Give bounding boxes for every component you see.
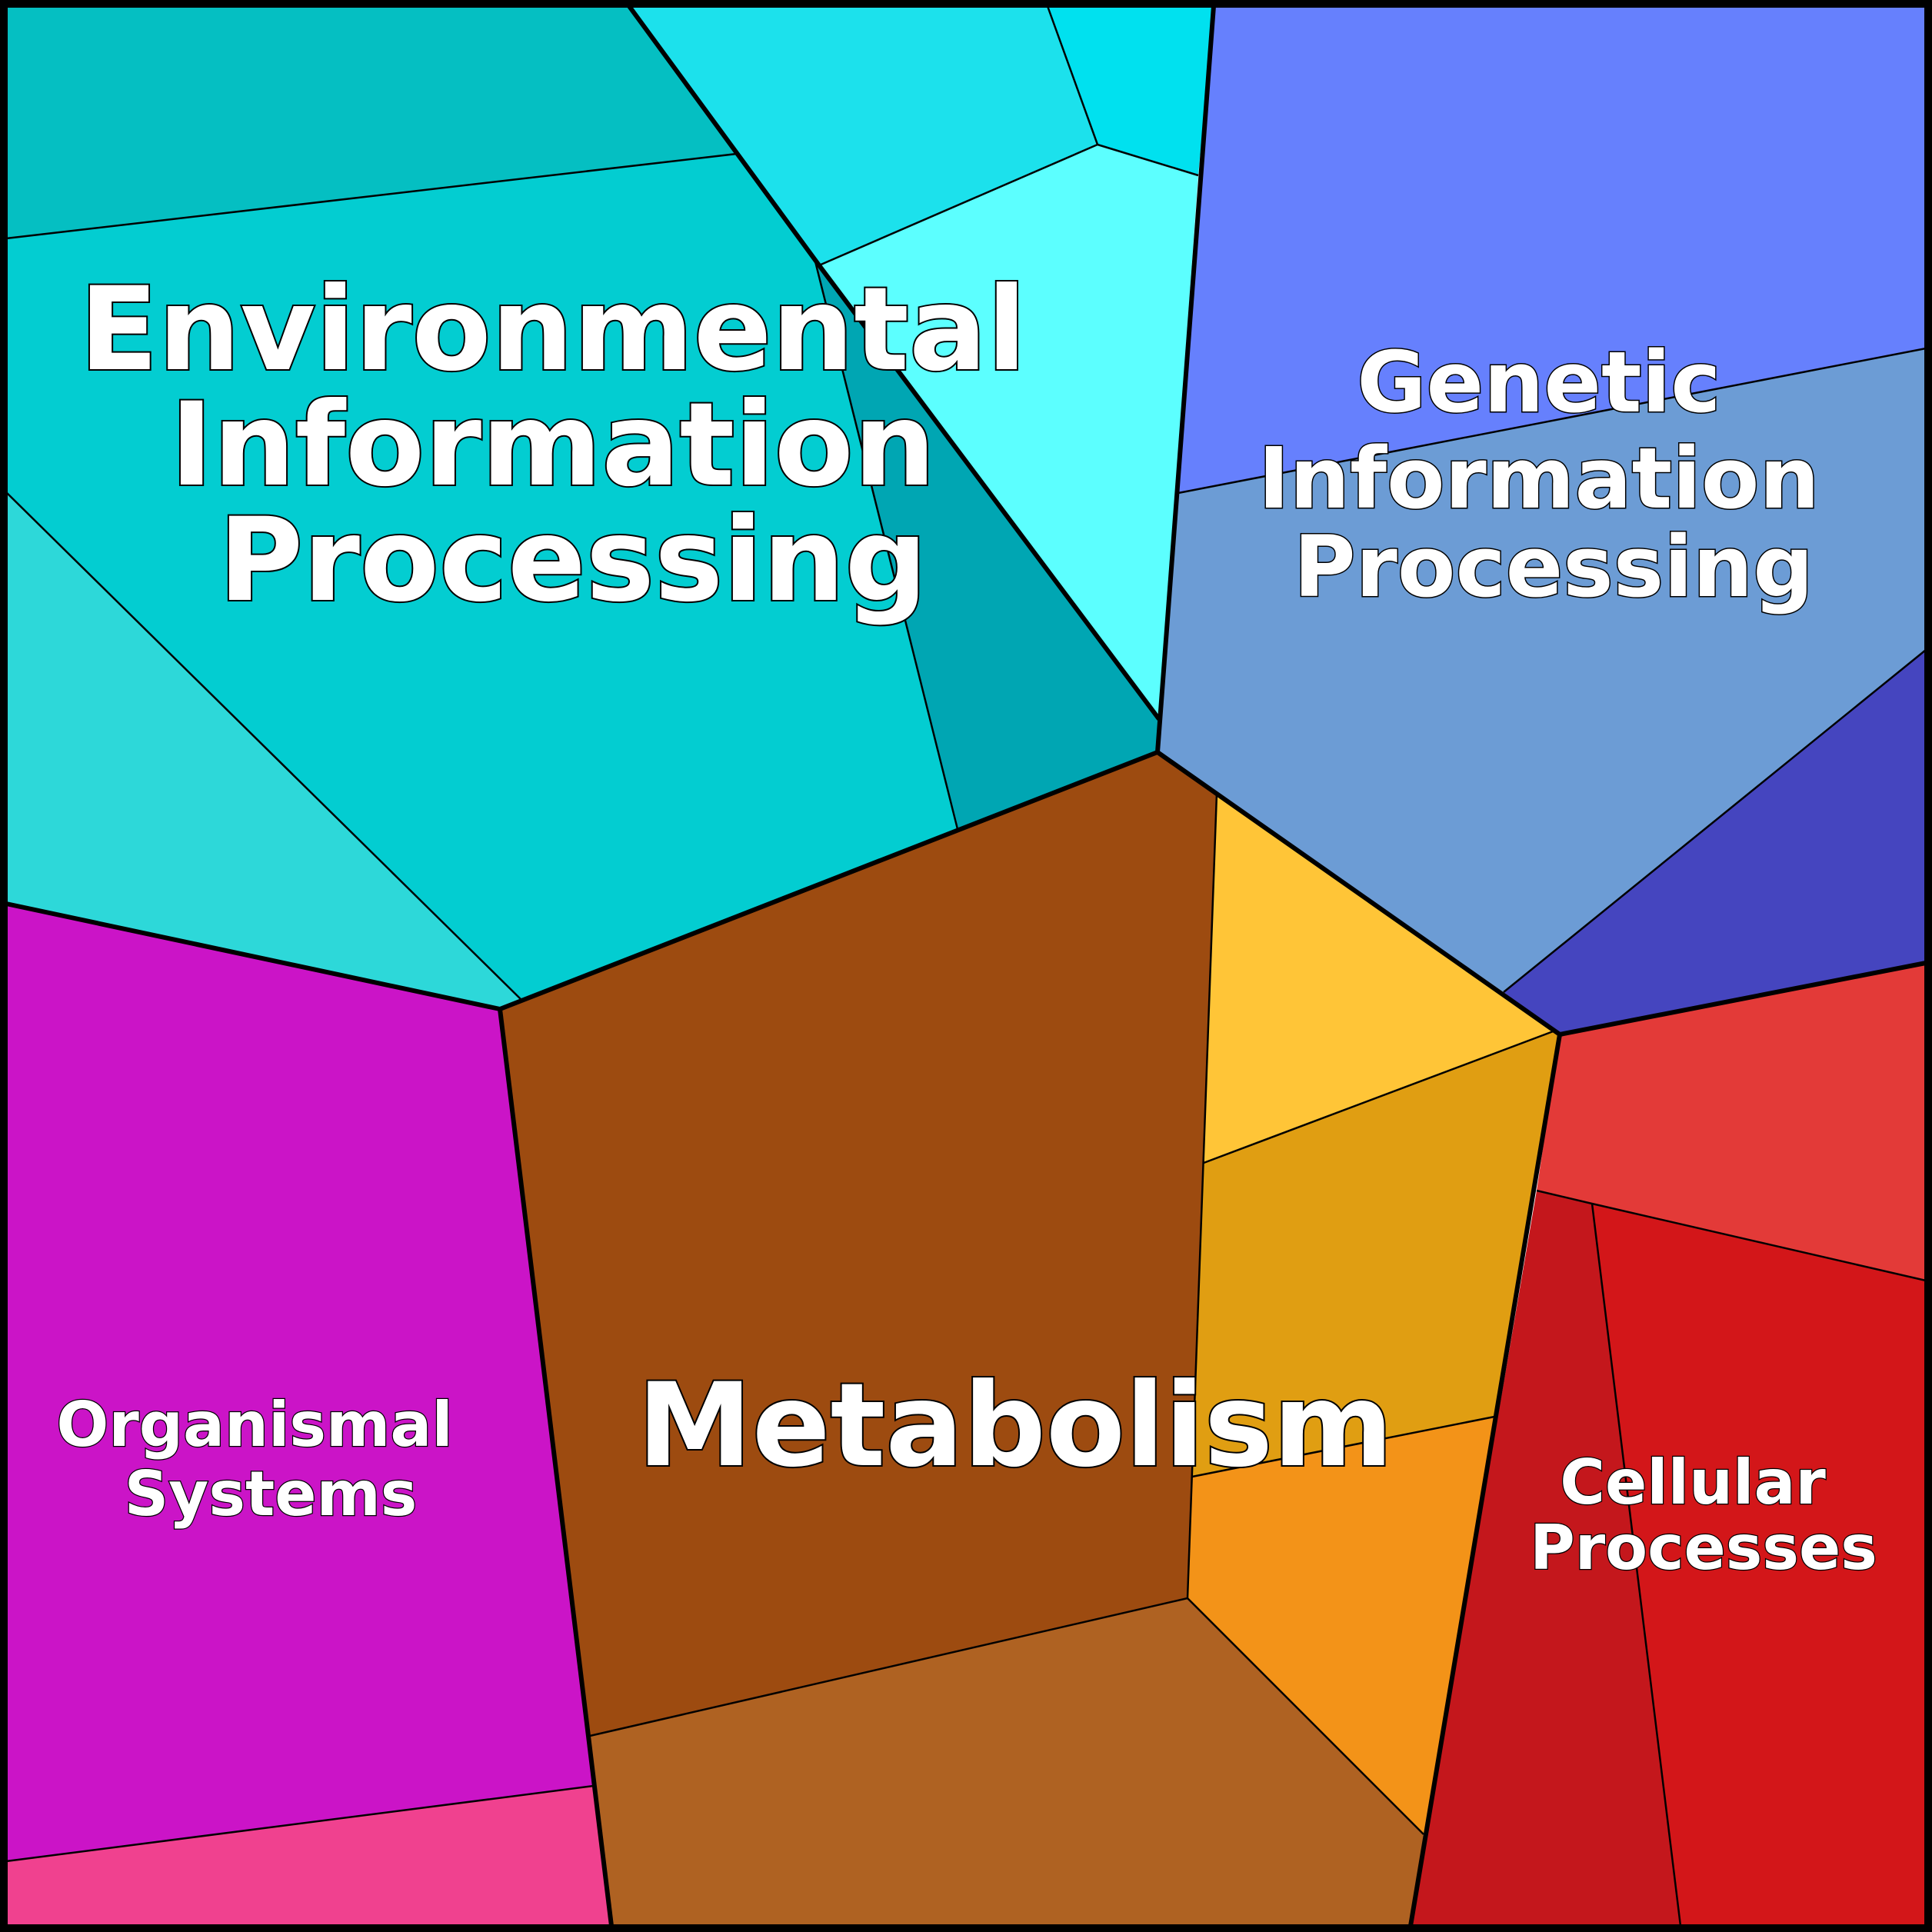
region-organismal-systems <box>6 904 611 1926</box>
cell-environmental-5 <box>6 154 958 1001</box>
label-environmental-information-processing: Environmental Information Processing <box>79 263 1067 628</box>
cell-environmental-2 <box>629 6 1098 265</box>
cell-cellular-2 <box>1411 1191 1681 1926</box>
cell-metabolism-5 <box>590 1598 1424 1926</box>
cell-genetic-1 <box>1178 6 1926 493</box>
region-cellular-processes <box>1411 963 1926 1926</box>
cell-environmental-3 <box>1048 6 1214 175</box>
cell-genetic-3 <box>1504 650 1926 1034</box>
cell-cellular-3 <box>1592 1204 1926 1926</box>
cell-organismal-1 <box>6 904 594 1861</box>
region-metabolism <box>500 752 1560 1926</box>
cell-environmental-7 <box>6 492 523 1009</box>
label-cellular-processes: Cellular Processes <box>1530 1447 1877 1584</box>
cell-boundaries <box>5 5 1927 1927</box>
cell-metabolism-2 <box>1204 794 1555 1163</box>
region-environmental-information-processing <box>6 6 1214 1009</box>
cell-environmental-1 <box>6 6 737 238</box>
category-boundaries <box>5 5 1927 1927</box>
label-organismal-systems: Organismal Systems <box>56 1389 474 1530</box>
cell-metabolism-4 <box>1188 1417 1494 1834</box>
cell-genetic-2 <box>1158 348 1926 992</box>
cell-environmental-4 <box>819 145 1198 719</box>
cell-cellular-1 <box>1537 963 1926 1281</box>
cell-environmental-6 <box>815 261 1159 829</box>
label-genetic-information-processing: Genetic Information Processing <box>1258 333 1849 616</box>
region-genetic-information-processing <box>1158 6 1926 1034</box>
cell-metabolism-3 <box>1192 1031 1560 1477</box>
cell-organismal-2 <box>6 1786 611 1926</box>
cell-metabolism-1 <box>500 752 1217 1736</box>
label-metabolism: Metabolism <box>638 1359 1394 1493</box>
